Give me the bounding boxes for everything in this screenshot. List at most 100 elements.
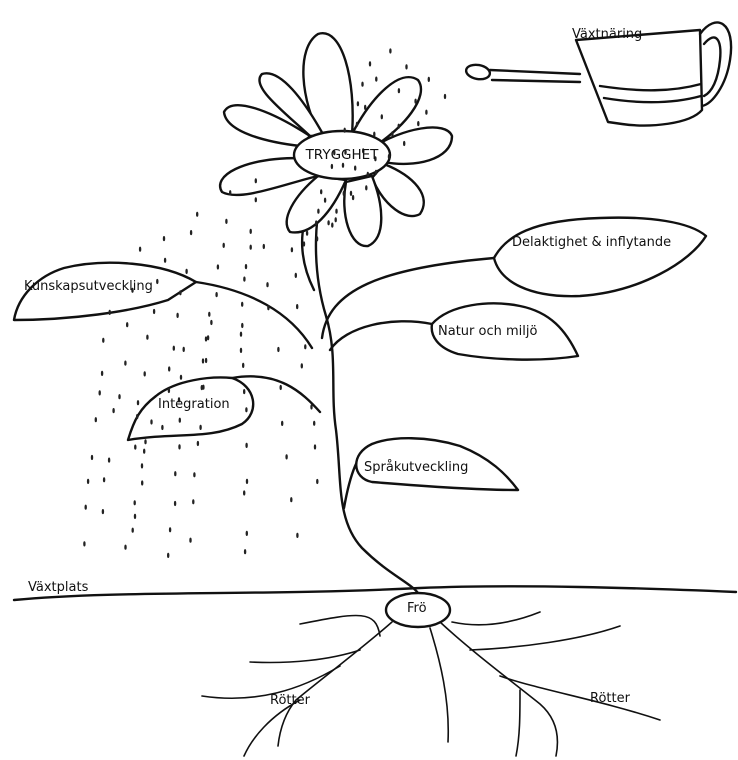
rain-drop [361, 82, 363, 87]
label-delaktighet: Delaktighet & inflytande [512, 235, 671, 250]
rain-drop [99, 390, 101, 395]
rain-drop [316, 479, 318, 484]
rain-drop [193, 472, 195, 477]
rain-drop [167, 553, 169, 558]
rain-drop [417, 121, 419, 126]
rain-drop [375, 170, 377, 175]
rain-drop [314, 444, 316, 449]
rain-drop [389, 48, 391, 53]
rain-drop [245, 264, 247, 269]
rain-drop [240, 348, 242, 353]
rain-drop [190, 230, 192, 235]
rain-drop [161, 425, 163, 430]
rain-drop [124, 361, 126, 366]
rain-drop [243, 277, 245, 282]
rain-drop [398, 88, 400, 93]
rain-drop [428, 77, 430, 82]
rain-drop [310, 404, 312, 409]
rain-drop [87, 479, 89, 484]
label-rotter-right: Rötter [590, 691, 631, 706]
rain-drop [317, 209, 319, 214]
rain-drop [375, 77, 377, 82]
rain-drop [205, 358, 207, 363]
rain-drop [250, 229, 252, 234]
rain-drop [367, 172, 369, 177]
rain-drop [168, 388, 170, 393]
rain-drop [388, 154, 390, 159]
rain-drop [331, 223, 333, 228]
rain-drop [320, 189, 322, 194]
rain-drop [169, 527, 171, 532]
label-kunskapsutveckling: Kunskapsutveckling [24, 279, 153, 294]
rain-drop [217, 264, 219, 269]
rain-drop [290, 497, 292, 502]
rain-drop [124, 545, 126, 550]
rain-drop [178, 444, 180, 449]
leaf-delaktighet [494, 218, 706, 297]
rain-drop [83, 541, 85, 546]
rain-drop [369, 61, 371, 66]
rain-drop [242, 363, 244, 368]
rain-drop [134, 500, 136, 505]
rain-drop [192, 499, 194, 504]
rain-drop [356, 122, 358, 127]
label-vaxtnaring: Växtnäring [572, 27, 642, 42]
rain-drop [425, 110, 427, 115]
rain-drop [91, 455, 93, 460]
rain-drop [102, 338, 104, 343]
rain-drop [244, 549, 246, 554]
rain-drop [296, 304, 298, 309]
rain-drop [306, 231, 308, 236]
rain-drop [179, 290, 181, 295]
roots [202, 612, 660, 756]
rain-drop [240, 332, 242, 337]
rain-drop [180, 375, 182, 380]
rain-drop [327, 220, 329, 225]
rain-drop [405, 64, 407, 69]
ground-line [14, 586, 736, 600]
rain-drop [108, 458, 110, 463]
rain-drop [176, 313, 178, 318]
rain-drop [134, 445, 136, 450]
rain-drop [291, 247, 293, 252]
rain-drop [246, 479, 248, 484]
label-trygghet: TRYGGHET [305, 147, 380, 163]
label-rotter-left: Rötter [270, 693, 311, 708]
rain-drop [185, 269, 187, 274]
rain-drop [141, 480, 143, 485]
rain-drop [304, 344, 306, 349]
rain-drop [229, 190, 231, 195]
rain-drop [134, 514, 136, 519]
label-vaxtplats: Växtplats [28, 580, 89, 595]
rain-drop [112, 408, 114, 413]
label-fro: Frö [407, 601, 427, 616]
rain-drop [210, 320, 212, 325]
rain-drop [315, 220, 317, 225]
rain-drop [153, 309, 155, 314]
rain-drop [343, 191, 345, 196]
rain-drop [364, 105, 366, 110]
rain-drop [144, 439, 146, 444]
rain-drop [263, 244, 265, 249]
rain-drop [365, 185, 367, 190]
rain-drop [255, 197, 257, 202]
rain-drop [296, 533, 298, 538]
rain-drop [444, 94, 446, 99]
rain-drop [324, 198, 326, 203]
rain-drop [303, 241, 305, 246]
rain-drop [313, 421, 315, 426]
rain-drop [352, 195, 354, 200]
rain-drop [139, 247, 141, 252]
rain-drop [381, 114, 383, 119]
rain-drop [196, 212, 198, 217]
leaves [14, 218, 706, 490]
rain-drop [132, 528, 134, 533]
rain-drop [285, 454, 287, 459]
rain-drop [118, 394, 120, 399]
rain-drop [246, 531, 248, 536]
rain-drop [156, 279, 158, 284]
rain-drop [403, 141, 405, 146]
rain-drop [241, 323, 243, 328]
rain-drop [146, 335, 148, 340]
rain-drop [391, 131, 393, 136]
